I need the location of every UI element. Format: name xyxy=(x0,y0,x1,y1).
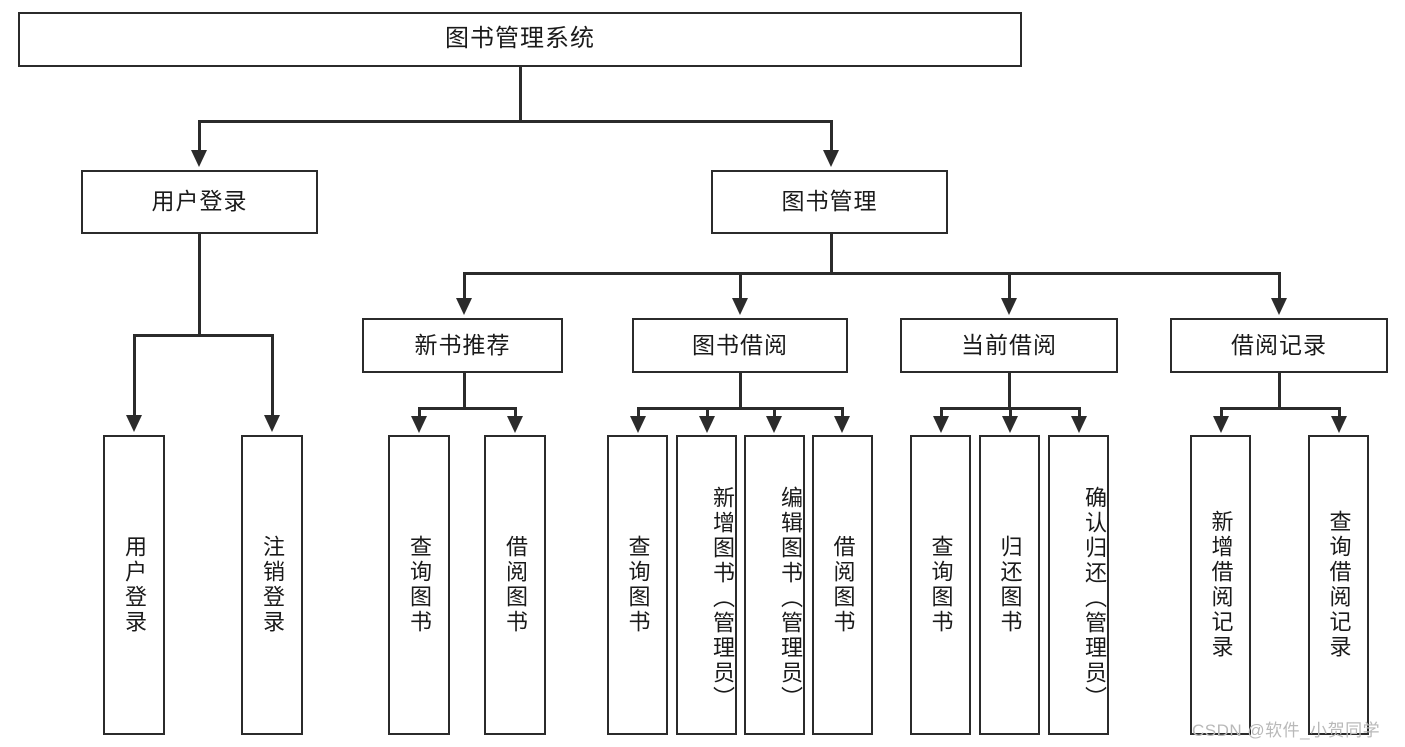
connector-login-bar xyxy=(133,334,271,337)
connector-bookmgmt-to-c1 xyxy=(463,272,466,299)
node-label: 新书推荐 xyxy=(414,331,511,358)
node-label: 借阅图书 xyxy=(830,535,856,635)
arrow-record-to-leaf1 xyxy=(1213,416,1229,433)
arrow-current-to-leaf1 xyxy=(933,416,949,433)
watermark-csdn: CSDN @软件_小贺同学 xyxy=(1192,716,1380,741)
connector-root-to-bookmgmt xyxy=(830,120,833,151)
arrow-current-to-leaf3 xyxy=(1071,416,1087,433)
connector-borrow-to-leaf1 xyxy=(637,407,640,417)
connector-bookmgmt-to-c3 xyxy=(1008,272,1011,299)
arrow-root-to-login xyxy=(191,150,207,167)
node-label: 图书管理 xyxy=(781,188,878,215)
node-label: 确认归还（管理员） xyxy=(1082,485,1107,711)
leaf-recommend-query-book[interactable]: 查询图书 xyxy=(388,435,450,735)
leaf-borrow-query-book[interactable]: 查询图书 xyxy=(607,435,668,735)
node-label: 归还图书 xyxy=(997,535,1023,635)
connector-current-stem xyxy=(1008,373,1011,408)
connector-borrow-to-leaf2 xyxy=(706,407,709,417)
connector-bookmgmt-stem xyxy=(830,234,833,273)
connector-record-to-leaf1 xyxy=(1220,407,1223,417)
node-label: 新增图书（管理员） xyxy=(710,485,735,711)
connector-bookmgmt-to-c2 xyxy=(739,272,742,299)
arrow-login-to-leaf1 xyxy=(126,415,142,432)
leaf-record-query-record[interactable]: 查询借阅记录 xyxy=(1308,435,1369,735)
node-label: 新增借阅记录 xyxy=(1208,510,1234,660)
arrow-borrow-to-leaf2 xyxy=(699,416,715,433)
node-label: 注销登录 xyxy=(259,535,285,635)
arrow-recommend-to-leaf2 xyxy=(507,416,523,433)
connector-recommend-stem xyxy=(463,373,466,408)
arrow-bookmgmt-to-c3 xyxy=(1001,298,1017,315)
connector-login-stem xyxy=(198,234,201,335)
node-current-borrow[interactable]: 当前借阅 xyxy=(900,318,1118,373)
arrow-login-to-leaf2 xyxy=(264,415,280,432)
connector-borrow-bar xyxy=(637,407,842,410)
leaf-logout-login[interactable]: 注销登录 xyxy=(241,435,303,735)
arrow-record-to-leaf2 xyxy=(1331,416,1347,433)
connector-current-to-leaf2 xyxy=(1009,407,1012,417)
connector-login-to-leaf2 xyxy=(271,334,274,416)
connector-root-bar xyxy=(198,120,832,123)
node-label: 借阅图书 xyxy=(502,535,528,635)
connector-recommend-bar xyxy=(418,407,515,410)
leaf-current-return-book[interactable]: 归还图书 xyxy=(979,435,1040,735)
connector-recommend-to-leaf1 xyxy=(418,407,421,417)
connector-bookmgmt-bar xyxy=(463,272,1279,275)
node-user-login[interactable]: 用户登录 xyxy=(81,170,318,234)
node-label: 编辑图书（管理员） xyxy=(778,485,803,711)
leaf-recommend-borrow-book[interactable]: 借阅图书 xyxy=(484,435,546,735)
node-label: 用户登录 xyxy=(151,188,248,215)
connector-bookmgmt-to-c4 xyxy=(1278,272,1281,299)
arrow-bookmgmt-to-c4 xyxy=(1271,298,1287,315)
connector-record-bar xyxy=(1220,407,1340,410)
connector-record-to-leaf2 xyxy=(1338,407,1341,417)
connector-recommend-to-leaf2 xyxy=(514,407,517,417)
connector-root-stem xyxy=(519,67,522,121)
connector-current-to-leaf1 xyxy=(940,407,943,417)
leaf-record-add-record[interactable]: 新增借阅记录 xyxy=(1190,435,1251,735)
node-label: 借阅记录 xyxy=(1231,331,1327,358)
arrow-borrow-to-leaf4 xyxy=(834,416,850,433)
leaf-borrow-edit-book-admin[interactable]: 编辑图书（管理员） xyxy=(744,435,805,735)
arrow-recommend-to-leaf1 xyxy=(411,416,427,433)
leaf-current-confirm-return-admin[interactable]: 确认归还（管理员） xyxy=(1048,435,1109,735)
leaf-borrow-borrow-book[interactable]: 借阅图书 xyxy=(812,435,873,735)
node-new-book-recommend[interactable]: 新书推荐 xyxy=(362,318,563,373)
arrow-bookmgmt-to-c2 xyxy=(732,298,748,315)
arrow-current-to-leaf2 xyxy=(1002,416,1018,433)
leaf-current-query-book[interactable]: 查询图书 xyxy=(910,435,971,735)
node-book-borrow[interactable]: 图书借阅 xyxy=(632,318,848,373)
node-borrow-record[interactable]: 借阅记录 xyxy=(1170,318,1388,373)
arrow-root-to-bookmgmt xyxy=(823,150,839,167)
leaf-borrow-add-book-admin[interactable]: 新增图书（管理员） xyxy=(676,435,737,735)
connector-borrow-to-leaf3 xyxy=(773,407,776,417)
node-label: 用户登录 xyxy=(121,535,147,635)
watermark-text: CSDN @软件_小贺同学 xyxy=(1192,721,1381,740)
node-label: 图书管理系统 xyxy=(445,25,595,53)
connector-record-stem xyxy=(1278,373,1281,408)
connector-root-to-login xyxy=(198,120,201,151)
connector-borrow-to-leaf4 xyxy=(841,407,844,417)
node-root-system[interactable]: 图书管理系统 xyxy=(18,12,1022,67)
connector-borrow-stem xyxy=(739,373,742,408)
arrow-borrow-to-leaf3 xyxy=(766,416,782,433)
connector-current-to-leaf3 xyxy=(1078,407,1081,417)
node-label: 图书借阅 xyxy=(692,331,788,358)
node-label: 查询图书 xyxy=(928,535,954,635)
node-book-management[interactable]: 图书管理 xyxy=(711,170,948,234)
node-label: 查询图书 xyxy=(406,535,432,635)
leaf-user-login[interactable]: 用户登录 xyxy=(103,435,165,735)
arrow-bookmgmt-to-c1 xyxy=(456,298,472,315)
node-label: 查询借阅记录 xyxy=(1326,510,1352,660)
node-label: 当前借阅 xyxy=(961,331,1057,358)
arrow-borrow-to-leaf1 xyxy=(630,416,646,433)
connector-login-to-leaf1 xyxy=(133,334,136,416)
node-label: 查询图书 xyxy=(625,535,651,635)
